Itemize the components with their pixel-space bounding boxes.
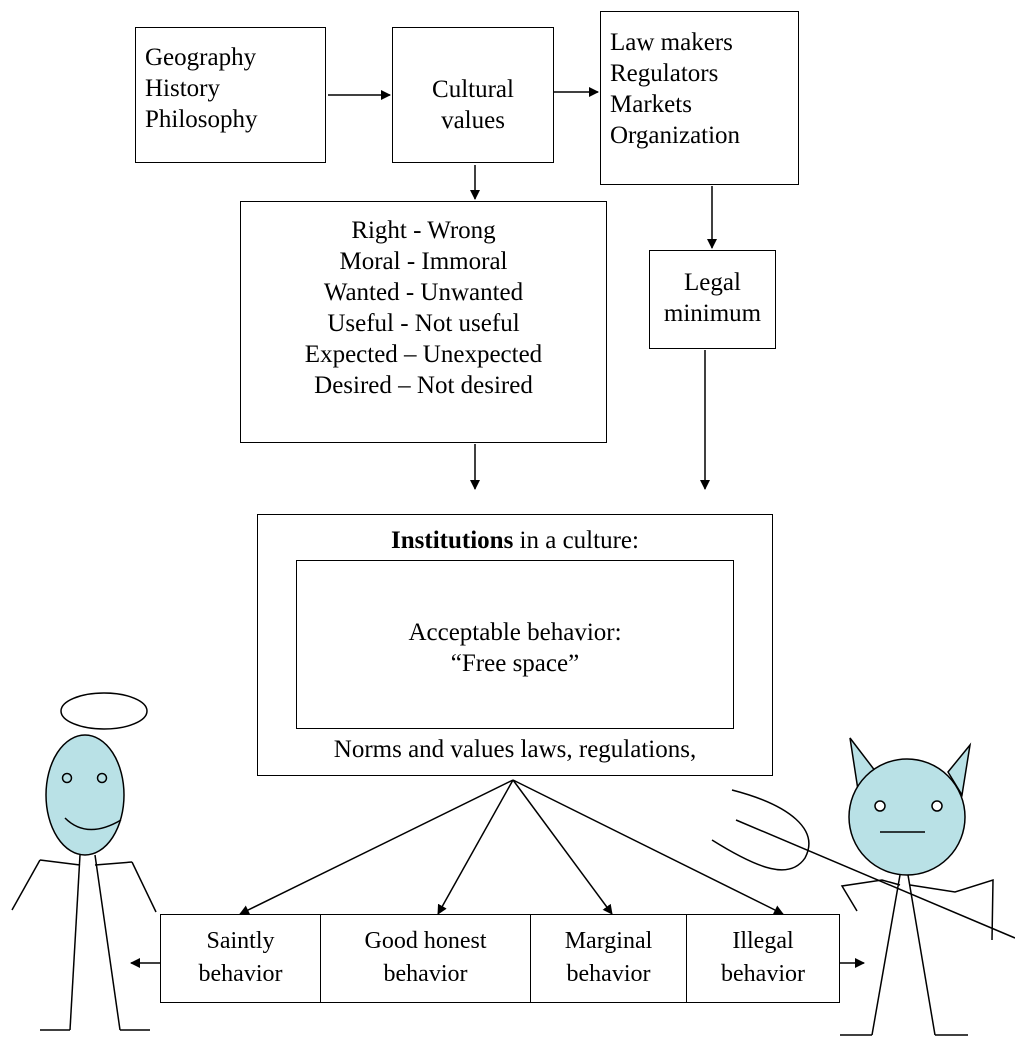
source-geography: Geography <box>145 44 257 71</box>
halo-icon <box>60 692 148 730</box>
source-history: History <box>145 75 220 102</box>
arrow-to-saintly <box>239 779 514 915</box>
angel-figure <box>11 692 157 1031</box>
legal-minimum-box: Legal minimum <box>649 250 776 349</box>
norms-values-label: Norms and values laws, regulations, <box>333 736 697 763</box>
cultural-values-line-1: Cultural <box>432 76 514 103</box>
institutions-title-rest: in a culture: <box>513 527 639 554</box>
behavior-good-honest: Good honest behavior <box>320 915 530 1002</box>
value-dichotomies-box: Right - Wrong Moral - Immoral Wanted - U… <box>240 201 607 443</box>
actor-organization: Organization <box>610 122 741 149</box>
actors-box: Law makers Regulators Markets Organizati… <box>600 11 799 185</box>
institutions-title: Institutions in a culture: <box>258 525 772 556</box>
institutions-box: Institutions in a culture: Acceptable be… <box>257 514 773 776</box>
devil-head <box>848 758 966 876</box>
legal-minimum-line-1: Legal <box>684 269 741 296</box>
actor-law-makers: Law makers <box>610 29 733 56</box>
dichotomy-expected-unexpected: Expected – Unexpected <box>304 341 543 368</box>
institutions-title-bold: Institutions <box>391 527 514 554</box>
acceptable-behavior-box: Acceptable behavior: “Free space” <box>296 560 734 729</box>
sources-box: Geography History Philosophy <box>135 27 326 163</box>
arrow-to-good-honest <box>437 779 514 915</box>
actor-regulators: Regulators <box>610 60 719 87</box>
devil-figure <box>711 737 1015 1036</box>
cultural-values-box: Cultural values <box>392 27 554 163</box>
behavior-marginal: Marginal behavior <box>530 915 686 1002</box>
dichotomy-wanted-unwanted: Wanted - Unwanted <box>323 279 524 306</box>
acceptable-behavior-label: Acceptable behavior: <box>408 619 622 646</box>
devil-tail <box>711 789 810 871</box>
dichotomy-right-wrong: Right - Wrong <box>351 217 496 244</box>
dichotomy-desired-not-desired: Desired – Not desired <box>314 372 533 399</box>
arrow-to-marginal <box>512 779 613 915</box>
legal-minimum-line-2: minimum <box>663 300 762 327</box>
dichotomy-useful-not-useful: Useful - Not useful <box>327 310 520 337</box>
behavior-spectrum: Saintly behavior Good honest behavior Ma… <box>160 914 840 1003</box>
cultural-values-line-2: values <box>441 107 505 134</box>
behavior-saintly: Saintly behavior <box>198 928 283 987</box>
angel-head <box>45 734 125 856</box>
actor-markets: Markets <box>610 91 692 118</box>
behavior-illegal: Illegal behavior <box>686 915 839 1002</box>
free-space-label: “Free space” <box>450 650 580 677</box>
pitchfork-handle <box>735 819 1015 939</box>
dichotomy-moral-immoral: Moral - Immoral <box>339 248 508 275</box>
source-philosophy: Philosophy <box>145 106 258 133</box>
arrow-to-illegal <box>512 779 784 915</box>
